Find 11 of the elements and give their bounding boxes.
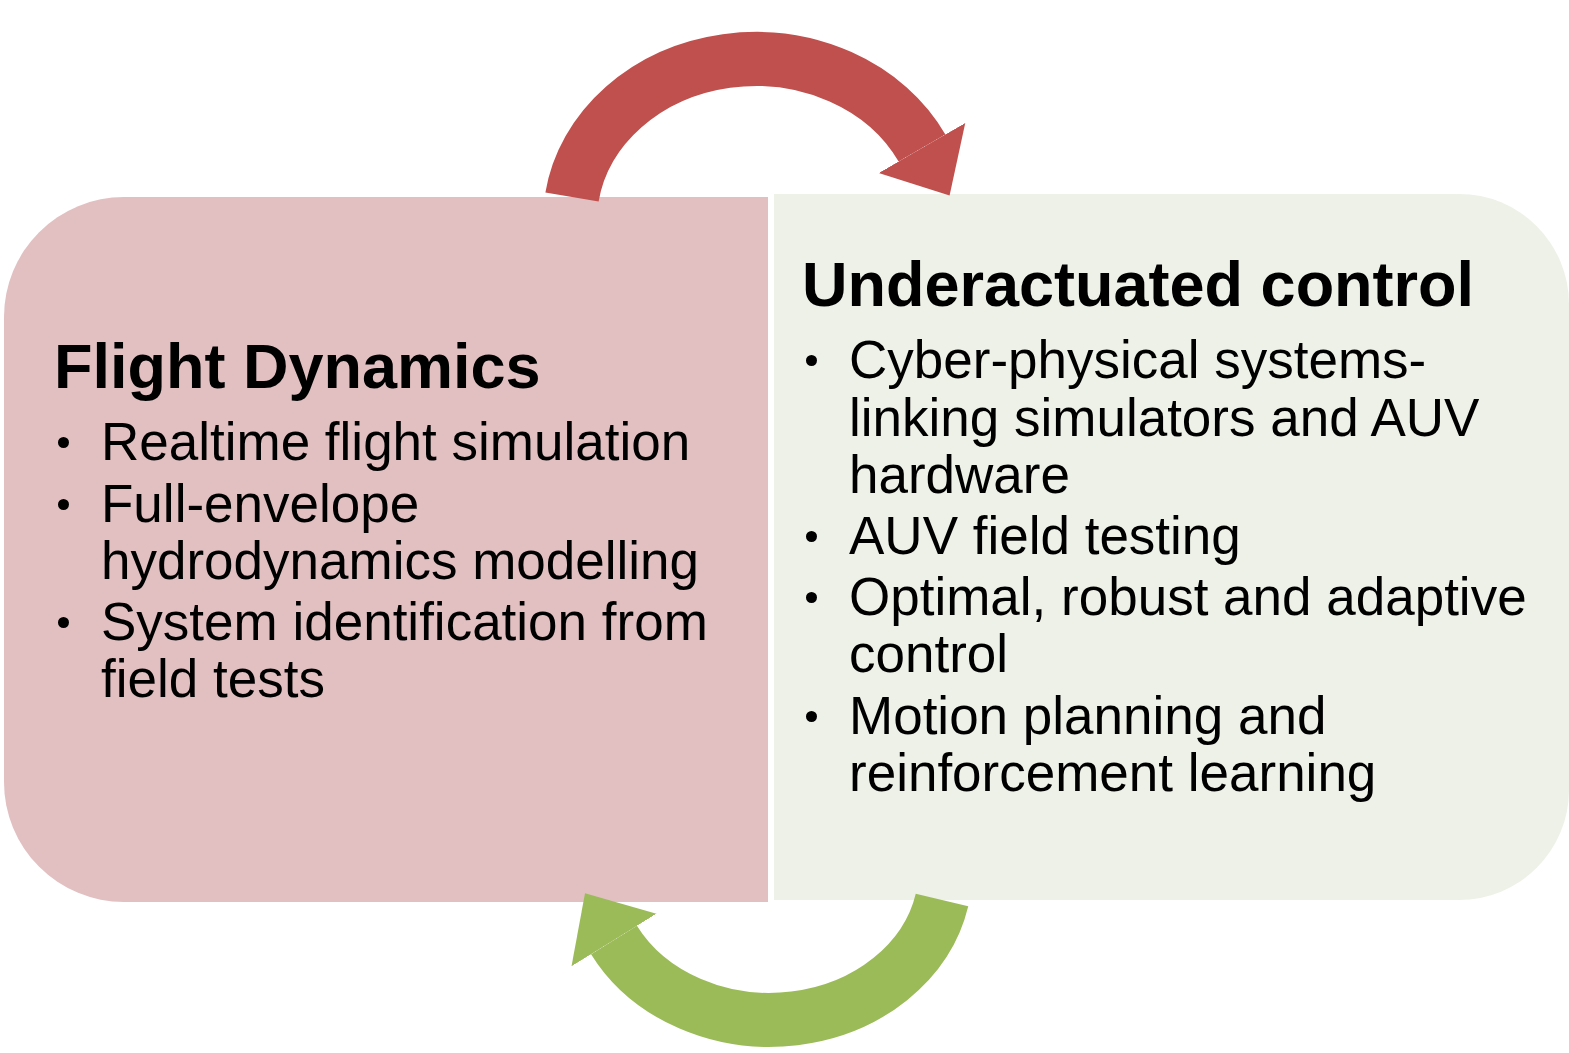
topic-panel bbox=[774, 194, 1569, 900]
bullet-item: Optimal, robust and adaptive control bbox=[849, 568, 1528, 683]
bullet-item: Cyber-physical systems- linking simulators and AUV hardware bbox=[849, 331, 1481, 503]
bullet-item: Motion planning and reinforcement learning bbox=[849, 686, 1378, 802]
bullet-item: Full-envelope hydrodynamics modelling bbox=[101, 474, 700, 589]
panel-heading: Underactuated control bbox=[802, 250, 1476, 320]
panel-heading: Flight Dynamics bbox=[54, 332, 542, 402]
bullet-item: System identification from field tests bbox=[101, 593, 709, 708]
bullet-item: AUV field testing bbox=[849, 507, 1241, 565]
bullet-item: Realtime flight simulation bbox=[101, 413, 691, 471]
topic-panel bbox=[4, 197, 768, 902]
